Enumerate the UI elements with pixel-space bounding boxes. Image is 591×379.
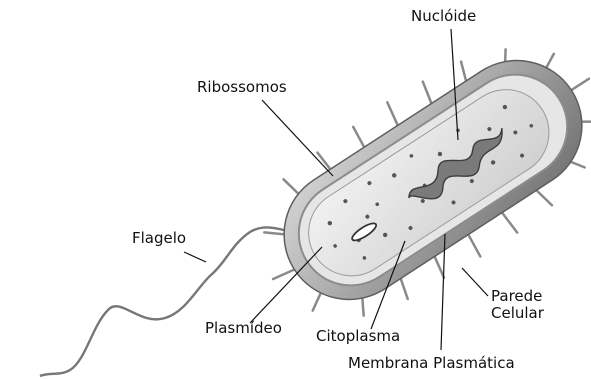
label-nucleoide: Nuclóide	[411, 8, 476, 25]
leader-ribossomos	[262, 100, 333, 176]
label-membrana-plasmatica: Membrana Plasmática	[348, 355, 515, 372]
label-citoplasma: Citoplasma	[316, 328, 400, 345]
label-flagelo: Flagelo	[132, 230, 186, 247]
label-ribossomos: Ribossomos	[197, 79, 287, 96]
leader-parede	[462, 268, 488, 296]
label-parede-celular: Parede Celular	[491, 288, 561, 321]
label-plasmideo: Plasmídeo	[205, 320, 282, 337]
leader-flagelo	[184, 252, 206, 262]
flagellum	[40, 227, 305, 376]
